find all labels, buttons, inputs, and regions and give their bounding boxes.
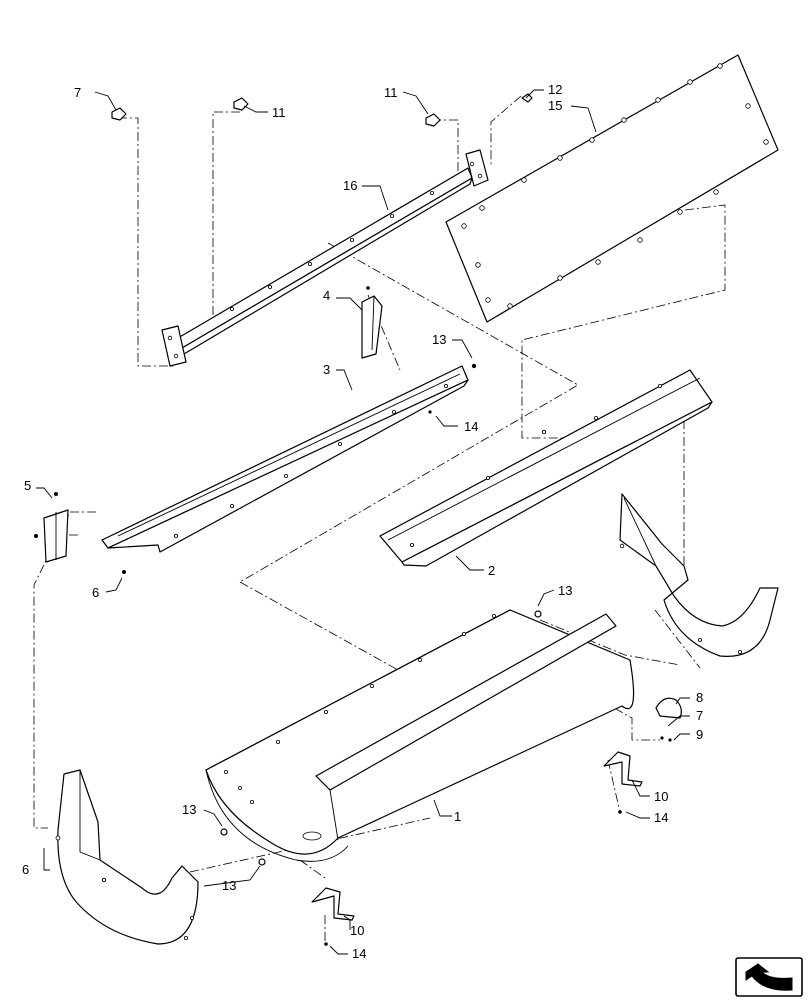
callout-labels: 7 11 11 12 15 16 4 13 3 14 5 6 2 13 8 7 … bbox=[22, 82, 703, 961]
part-2-angle bbox=[379, 369, 713, 567]
callout-1: 1 bbox=[454, 809, 461, 824]
callout-10: 10 bbox=[654, 789, 668, 804]
nut-11-right bbox=[425, 113, 441, 127]
part-15-panel bbox=[445, 54, 779, 323]
bolt-13 bbox=[220, 828, 228, 836]
callout-7: 7 bbox=[696, 708, 703, 723]
leader-lines bbox=[36, 89, 690, 955]
part-16-rail bbox=[161, 149, 489, 367]
bolt-13 bbox=[258, 858, 266, 866]
part-5-bracket bbox=[34, 492, 126, 574]
nut-12-left bbox=[111, 107, 127, 121]
right-end-cap bbox=[619, 493, 779, 657]
callout-16: 16 bbox=[343, 178, 357, 193]
bolt-14 bbox=[324, 942, 328, 946]
part-10-bracket-bottom bbox=[311, 887, 355, 921]
callout-14: 14 bbox=[654, 810, 668, 825]
part-10-bracket-right bbox=[603, 751, 643, 787]
nut-12-right bbox=[521, 93, 533, 103]
callout-13: 13 bbox=[182, 802, 196, 817]
bolt-9 bbox=[668, 738, 672, 742]
callout-13: 13 bbox=[432, 332, 446, 347]
hardware bbox=[111, 93, 672, 946]
callout-3: 3 bbox=[323, 362, 330, 377]
callout-6: 6 bbox=[92, 585, 99, 600]
part-4-bracket bbox=[361, 286, 383, 359]
bolt-14 bbox=[618, 810, 622, 814]
callout-11: 11 bbox=[384, 85, 398, 100]
left-end-cap bbox=[55, 769, 199, 945]
part-1-trough bbox=[205, 609, 635, 862]
callout-9: 9 bbox=[696, 727, 703, 742]
callout-13: 13 bbox=[558, 583, 572, 598]
callout-8: 8 bbox=[696, 690, 703, 705]
part-8-clip bbox=[655, 697, 682, 740]
callout-4: 4 bbox=[323, 288, 330, 303]
callout-12: 7 bbox=[74, 85, 81, 100]
callout-14: 14 bbox=[464, 419, 478, 434]
callout-2: 2 bbox=[488, 563, 495, 578]
callout-15: 15 bbox=[548, 98, 562, 113]
next-page-arrow-icon[interactable] bbox=[735, 957, 803, 997]
callout-12: 12 bbox=[548, 82, 562, 97]
nut-11-left bbox=[233, 97, 249, 111]
callout-5: 5 bbox=[24, 478, 31, 493]
bolt-13 bbox=[534, 610, 542, 618]
callout-13: 13 bbox=[222, 878, 236, 893]
callout-11: 11 bbox=[272, 105, 286, 120]
part-3-channel bbox=[101, 363, 477, 553]
callout-6: 6 bbox=[22, 862, 29, 877]
callout-10: 10 bbox=[350, 923, 364, 938]
callout-14: 14 bbox=[352, 946, 366, 961]
